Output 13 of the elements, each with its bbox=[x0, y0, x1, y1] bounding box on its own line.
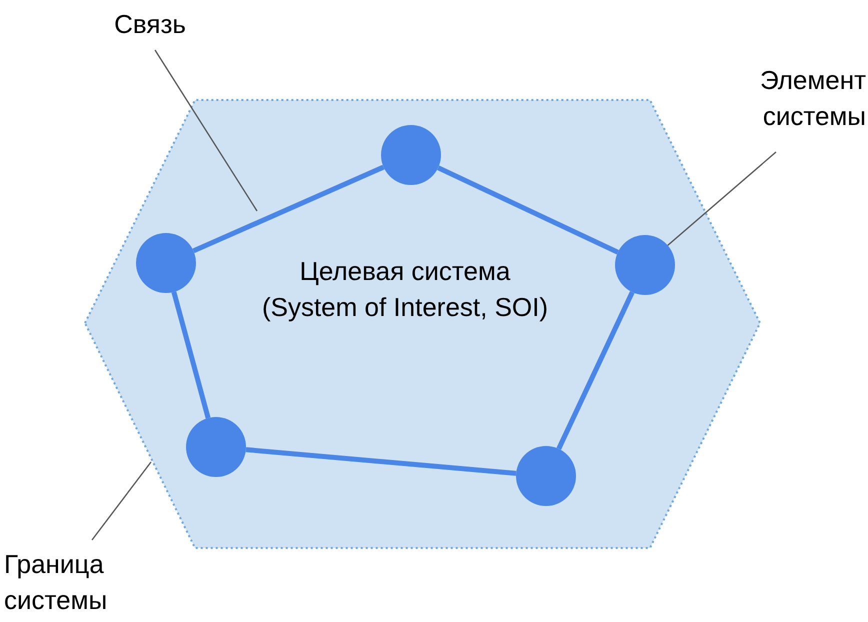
system-label: Целевая система (System of Interest, SOI) bbox=[260, 255, 550, 324]
leader-line bbox=[154, 50, 258, 212]
callout-label: Граница системы bbox=[4, 546, 154, 622]
connection-line bbox=[192, 164, 385, 254]
system-boundary-hexagon bbox=[83, 98, 762, 550]
connection-line bbox=[556, 291, 635, 450]
leader-line bbox=[91, 462, 152, 540]
connection-line bbox=[246, 447, 516, 476]
connection-line bbox=[437, 166, 619, 254]
leader-line bbox=[667, 152, 776, 246]
callout-label: Элемент системы bbox=[712, 62, 866, 138]
connection-line bbox=[171, 291, 211, 419]
callout-label: Связь bbox=[90, 6, 210, 46]
